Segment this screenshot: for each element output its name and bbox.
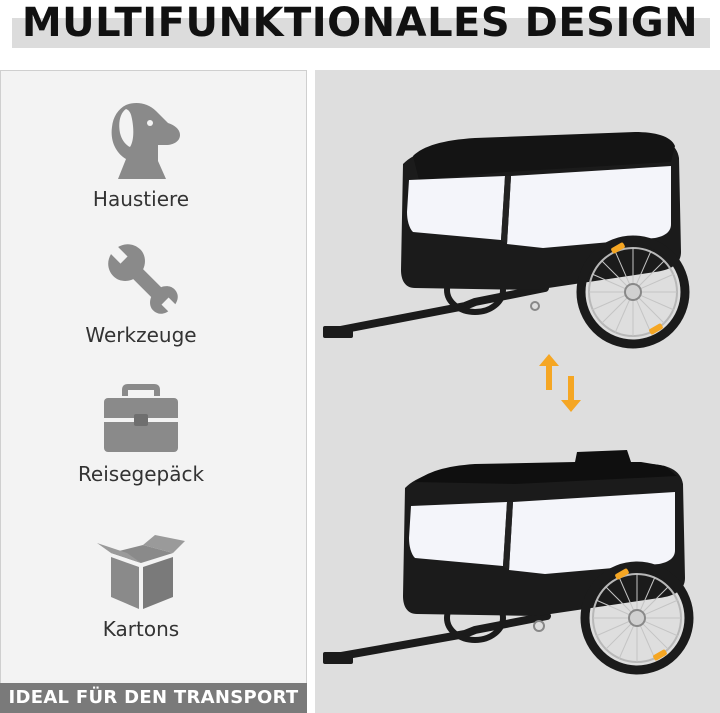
page-title: MULTIFUNKTIONALES DESIGN [21, 0, 699, 46]
banner-text: IDEAL FÜR DEN TRANSPORT [8, 687, 299, 708]
box-icon [97, 535, 185, 609]
header-background-bar [12, 18, 710, 48]
swap-arrows-icon [539, 354, 581, 412]
feature-item-luggage: Reisegepäck [1, 376, 281, 486]
bike-trailer-closed-image [323, 132, 690, 349]
bike-trailer-open-image [323, 450, 694, 675]
feature-item-tools: Werkzeuge [1, 237, 281, 347]
feature-item-pets: Haustiere [1, 101, 281, 211]
feature-label-pets: Haustiere [92, 187, 190, 211]
feature-label-luggage: Reisegepäck [77, 462, 205, 486]
suitcase-icon [104, 384, 178, 452]
feature-panel: Haustiere Werkzeuge Reisegepäck [0, 70, 307, 713]
feature-label-boxes: Kartons [102, 617, 180, 641]
feature-label-tools: Werkzeuge [85, 323, 197, 347]
product-image-panel [315, 70, 720, 713]
bottom-banner: IDEAL FÜR DEN TRANSPORT [0, 683, 307, 713]
dog-icon [111, 103, 180, 179]
feature-item-boxes: Kartons [1, 535, 281, 641]
header: MULTIFUNKTIONALES DESIGN [0, 0, 720, 60]
wrench-icon [108, 244, 179, 315]
